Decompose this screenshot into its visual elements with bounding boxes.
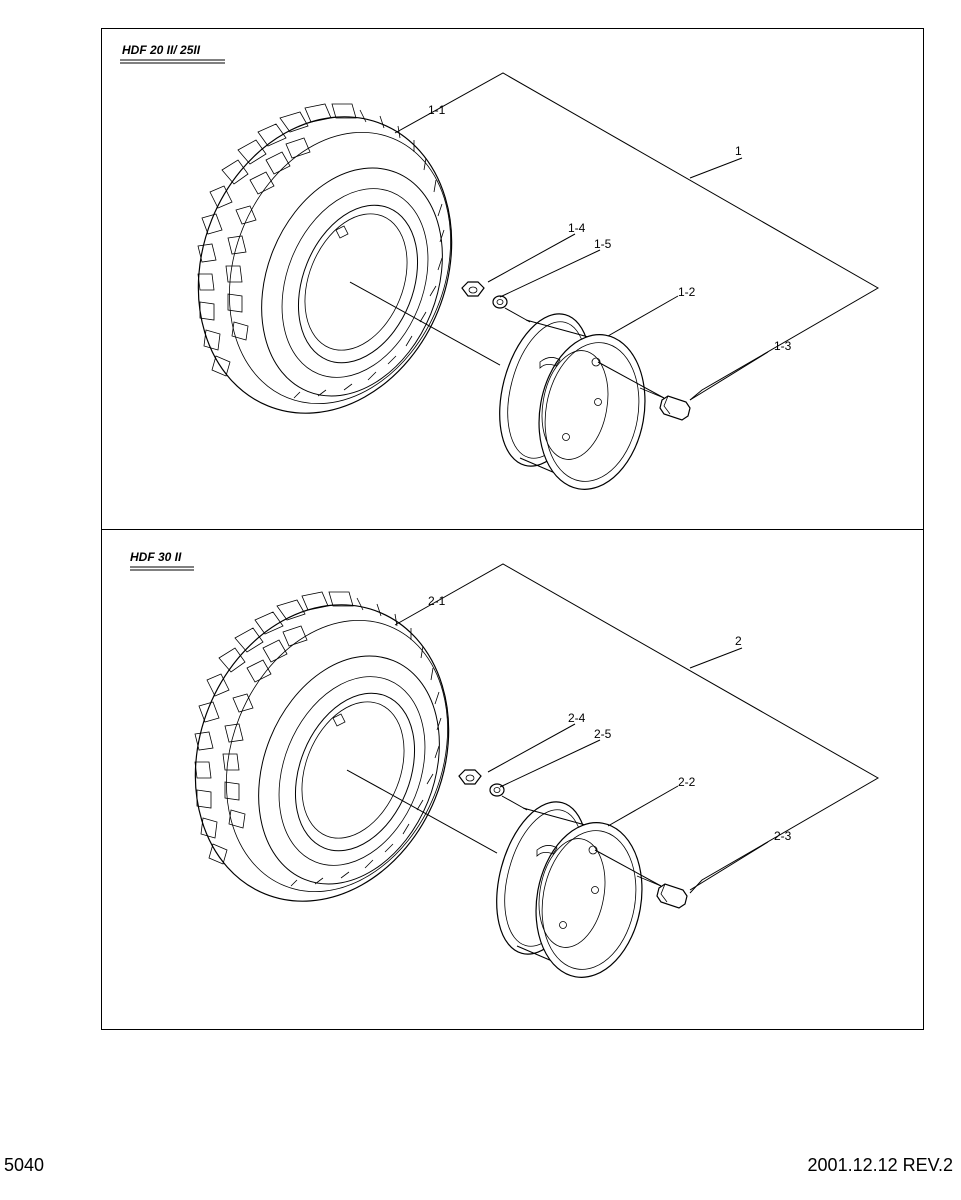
- panel-1-callout-rim: 1-2: [678, 285, 696, 299]
- panel-2-bracket: [394, 563, 880, 894]
- panel-2-model-label: HDF 30 II: [130, 550, 182, 564]
- panel-2-wheel-drawing: [151, 565, 688, 987]
- panel-2-callout-nut: 2-4: [568, 711, 586, 725]
- panel-1-model-label: HDF 20 II/ 25II: [122, 43, 201, 57]
- panel-1-callout-tire: 1-1: [428, 103, 446, 117]
- revision-date: 2001.12.12 REV.2: [807, 1155, 953, 1175]
- panel-2: HDF 30 II 2-1 2 2-4 2-5 2-2 2-3: [101, 529, 924, 1030]
- panel-2-callout-rim: 2-2: [678, 775, 696, 789]
- panel-1-callout-assembly: 1: [735, 144, 742, 158]
- panel-1-bracket: [394, 72, 880, 401]
- panel-1-callout-nut: 1-4: [568, 221, 586, 235]
- panel-2-callout-tire: 2-1: [428, 594, 446, 608]
- panel-2-callout-washer: 2-5: [594, 727, 612, 741]
- panel-1-callout-bolt: 1-3: [774, 339, 792, 353]
- panel-1: HDF 20 II/ 25II 1-1 1 1-4 1-5 1-2 1-3: [101, 28, 924, 530]
- panel-1-callout-washer: 1-5: [594, 237, 612, 251]
- panel-2-frame: [101, 529, 924, 1030]
- panel-1-wheel-drawing: [154, 77, 691, 499]
- panel-2-callout-assembly: 2: [735, 634, 742, 648]
- page-number: 5040: [4, 1155, 45, 1175]
- panel-2-callout-bolt: 2-3: [774, 829, 792, 843]
